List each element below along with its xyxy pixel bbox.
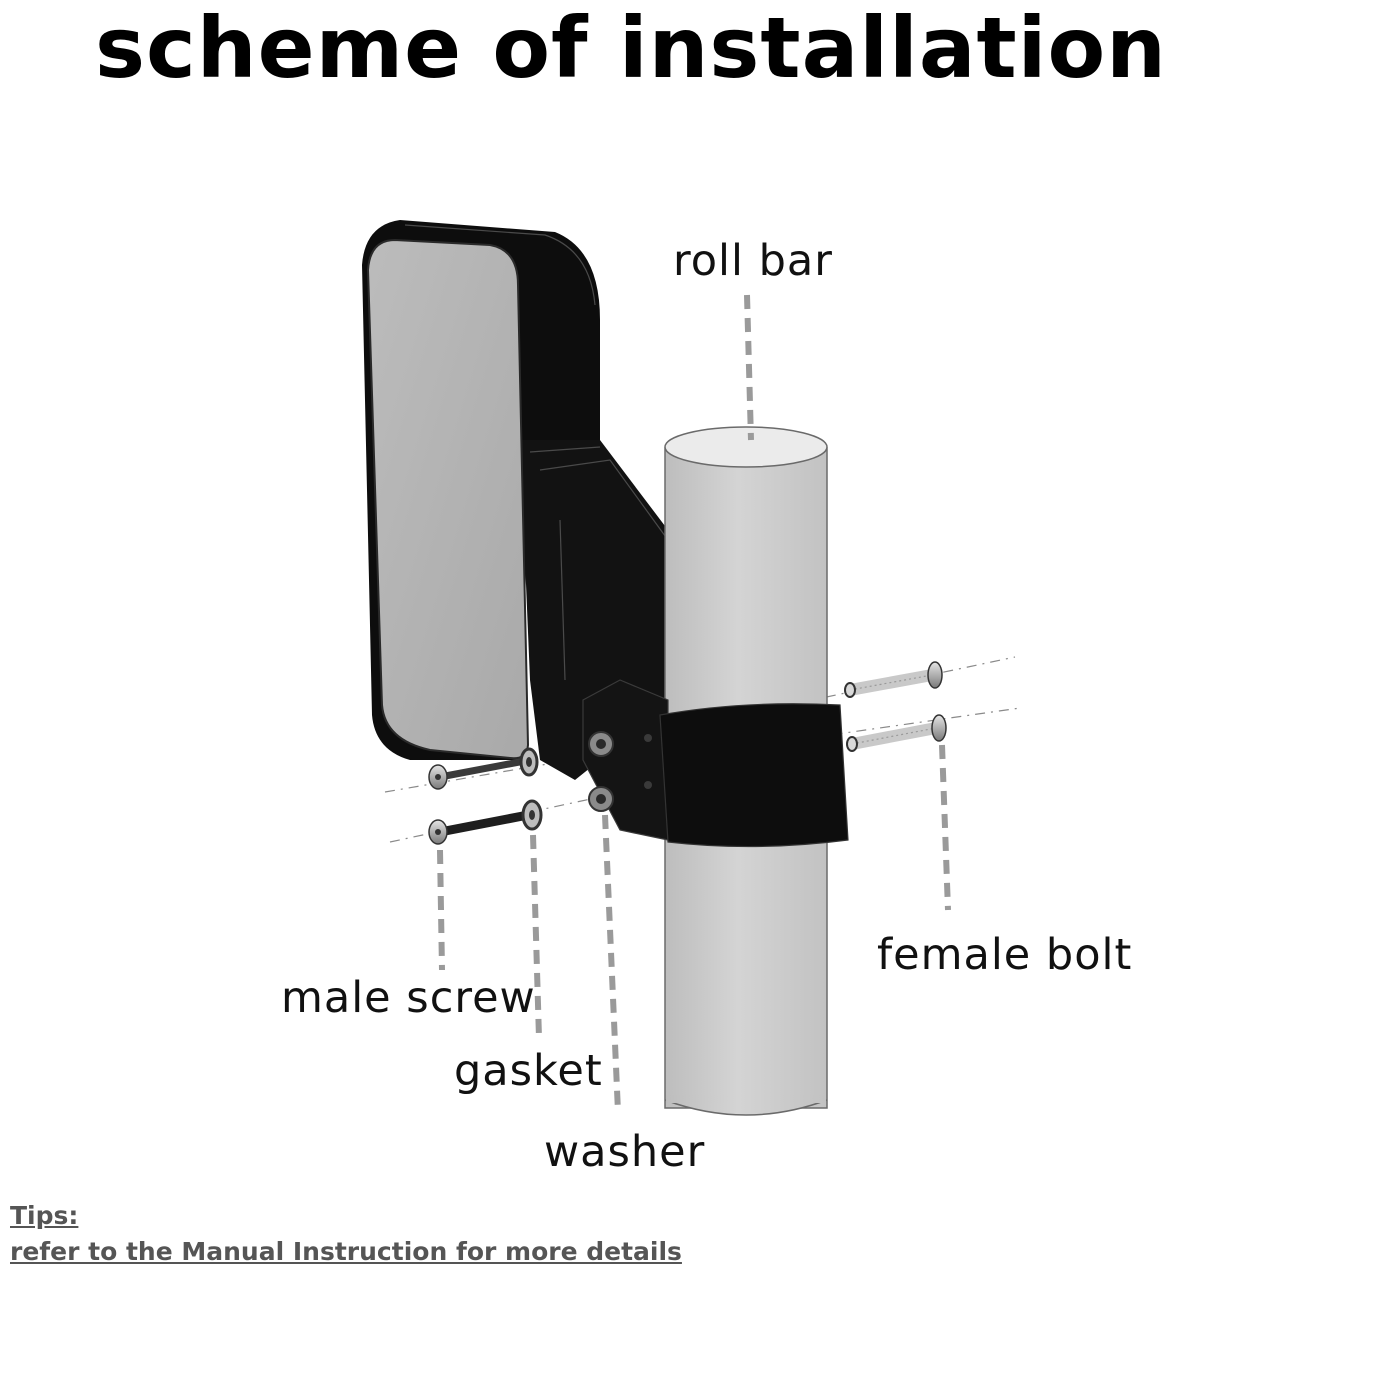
housing-edge: [404, 224, 596, 306]
male-screw-lower: [428, 810, 533, 845]
mirror-assembly: [362, 220, 669, 780]
roll-bar-top: [664, 426, 828, 468]
gasket-upper: [519, 747, 539, 777]
leader-roll-bar: [744, 294, 754, 441]
female-bolt-upper: [844, 661, 943, 698]
clamp-hole: [644, 734, 652, 742]
label-male-screw: male screw: [281, 973, 536, 1023]
bracket-plate: [582, 679, 669, 841]
label-gasket: gasket: [454, 1046, 603, 1096]
washer-lower: [588, 786, 614, 812]
arm-edge: [529, 446, 669, 681]
male-screw-upper: [428, 756, 534, 790]
washer-upper: [588, 731, 614, 757]
leader-female-bolt: [939, 744, 951, 911]
roll-bar-bottom: [664, 1099, 828, 1116]
page-title: scheme of installation: [95, 0, 1167, 97]
leader-male-screw: [437, 849, 445, 971]
label-female-bolt: female bolt: [877, 930, 1133, 980]
mirror-glass: [366, 238, 530, 760]
leader-washer: [602, 814, 621, 1113]
leader-lines: [437, 294, 951, 1113]
clamp-band: [659, 703, 849, 848]
female-bolt-lower: [846, 714, 947, 752]
tips-text: refer to the Manual Instruction for more…: [10, 1237, 682, 1266]
tips-heading: Tips:: [10, 1201, 79, 1230]
clamp-hole: [644, 781, 652, 789]
clamp-bracket: [582, 679, 849, 848]
label-washer: washer: [544, 1127, 706, 1177]
leader-gasket: [530, 834, 542, 1039]
gasket-lower: [521, 799, 543, 831]
label-roll-bar: roll bar: [673, 236, 833, 286]
